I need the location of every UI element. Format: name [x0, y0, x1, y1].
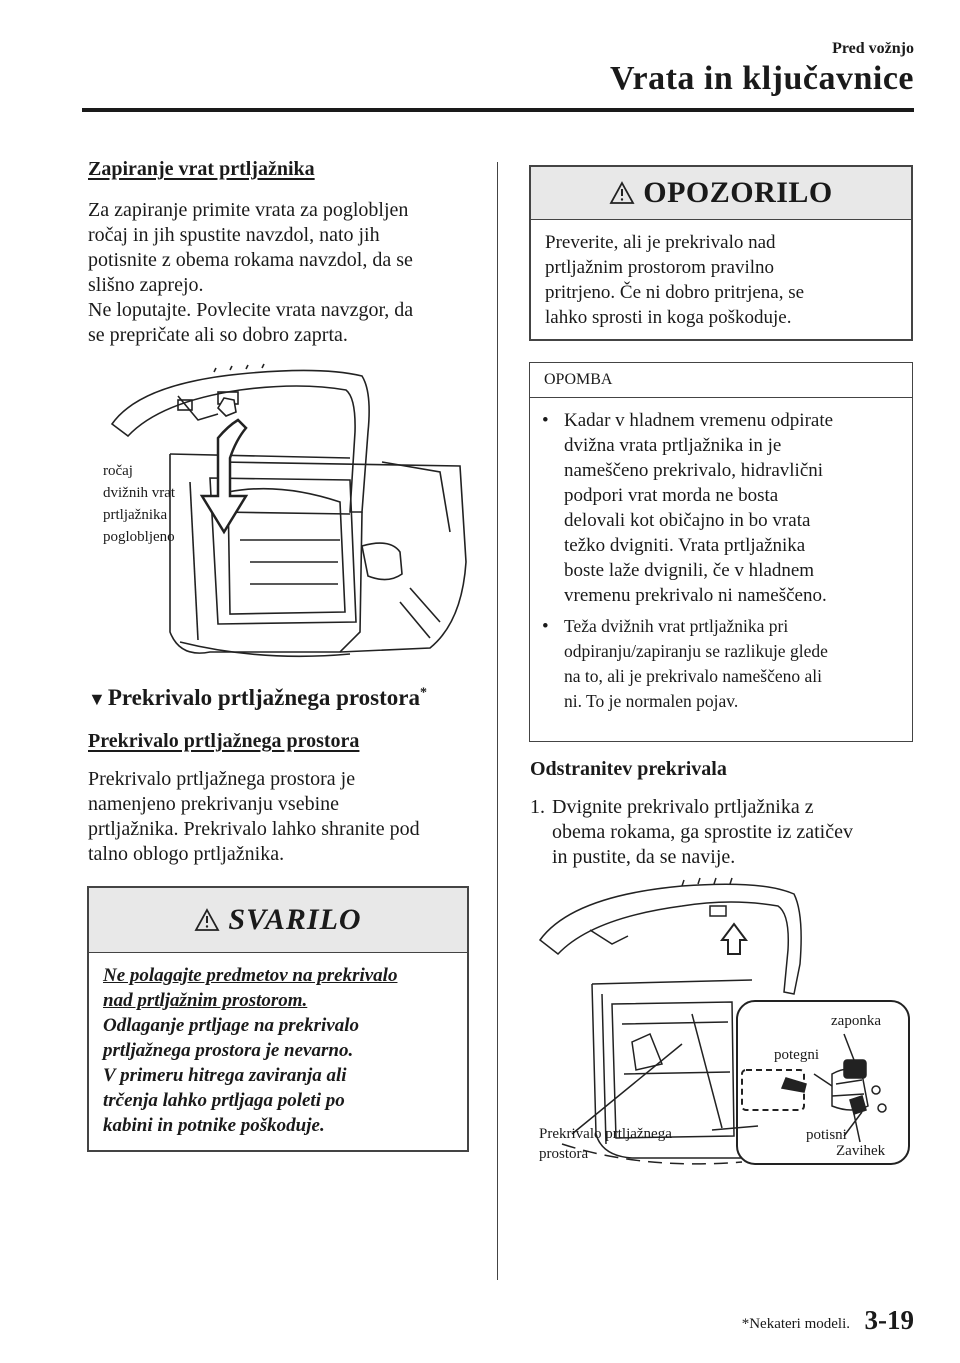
warning-box: OPOZORILO Preverite, ali je prekrivalo n… — [529, 165, 913, 341]
label-cover: Prekrivalo prtljažnega prostora — [539, 1124, 672, 1164]
cover-line: prtljažnika. Prekrivalo lahko shranite p… — [88, 818, 420, 840]
figure1-label: ročaj dvižnih vrat prtljažnika pogloblje… — [103, 460, 175, 548]
caution-box: SVARILO Ne polagajte predmetov na prekri… — [87, 886, 469, 1152]
step-text: Dvignite prekrivalo prtljažnika z obema … — [552, 795, 853, 870]
warning-triangle-icon — [609, 181, 635, 204]
note-header: OPOMBA — [530, 363, 912, 398]
label-hook: Zavihek — [836, 1143, 886, 1159]
note-line: odpiranju/zapiranju se razlikuje glede — [564, 641, 828, 661]
cover-line: namenjeno prekrivanju vsebine — [88, 793, 340, 815]
section-heading-text: Prekrivalo prtljažnega prostora — [107, 685, 420, 710]
closing-line: slišno zaprejo. — [88, 274, 204, 296]
removal-heading: Odstranitev prekrivala — [530, 758, 727, 780]
closing-heading: Zapiranje vrat prtljažnika — [88, 158, 315, 180]
header-section: Pred vožnjo — [832, 40, 914, 57]
figure1-label-line: prtljažnika — [103, 507, 168, 523]
section-heading: ▼Prekrivalo prtljažnega prostora* — [88, 685, 488, 711]
label-cover-line: Prekrivalo prtljažnega — [539, 1126, 672, 1142]
warning-line: Preverite, ali je prekrivalo nad — [545, 232, 776, 253]
closing-line: se prepričate ali so dobro zaprta. — [88, 324, 348, 346]
page-title: Vrata in ključavnice — [609, 60, 914, 97]
label-pull: potegni — [774, 1047, 819, 1063]
caution-line: nad prtljažnim prostorom. — [103, 990, 308, 1011]
note-line: delovali kot običajno in bo vrata — [564, 510, 811, 531]
step-number: 1. — [530, 796, 545, 818]
note-line: težko dvigniti. Vrata prtljažnika — [564, 535, 806, 556]
triangle-down-icon: ▼ — [88, 689, 106, 709]
label-cover-line: prostora — [539, 1146, 589, 1162]
note-line: boste laže dvignili, če v hladnem — [564, 560, 815, 581]
note-line: na to, ali je prekrivalo nameščeno ali — [564, 666, 823, 686]
page-number: 3-19 — [864, 1305, 915, 1335]
bullet-dot: • — [542, 410, 549, 431]
caution-header: SVARILO — [89, 888, 467, 953]
caution-line: kabini in potnike poškoduje. — [103, 1115, 325, 1136]
closing-line: ročaj in jih spustite navzdol, nato jih — [88, 224, 380, 246]
note-line: Kadar v hladnem vremenu odpirate — [564, 410, 834, 431]
figure1-label-line: dvižnih vrat — [103, 485, 176, 501]
warning-triangle-icon — [194, 908, 220, 931]
note-line: nameščeno prekrivalo, hidravlični — [564, 460, 824, 481]
label-latch: zaponka — [831, 1013, 881, 1029]
closing-line: Za zapiranje primite vrata za poglobljen — [88, 199, 409, 221]
figure1-label-line: poglobljeno — [103, 529, 175, 545]
caution-body: Ne polagajte predmetov na prekrivalo nad… — [89, 953, 467, 1148]
step-line: in pustite, da se navije. — [552, 846, 736, 868]
note-line: podpori vrat morda ne bosta — [564, 485, 779, 506]
note-bullet: • Kadar v hladnem vremenu odpirate dvižn… — [542, 408, 900, 608]
warning-line: lahko sprosti in koga poškoduje. — [545, 307, 792, 328]
warning-title: OPOZORILO — [643, 176, 833, 209]
tailgate-closing-illustration — [110, 363, 467, 658]
note-bullet-text: Teža dvižnih vrat prtljažnika pri odpira… — [564, 614, 828, 714]
caution-line: Ne polagajte predmetov na prekrivalo — [103, 965, 398, 986]
caution-title: SVARILO — [228, 903, 362, 936]
caution-line: Odlaganje prtljage na prekrivalo — [103, 1015, 359, 1036]
warning-header: OPOZORILO — [531, 167, 911, 220]
section-mark: * — [419, 685, 427, 701]
warning-line: prtljažnim prostorom pravilno — [545, 257, 775, 278]
figure1-label-line: ročaj — [103, 463, 133, 479]
footer-note: *Nekateri modeli. — [741, 1316, 850, 1332]
note-line: dvižna vrata prtljažnika in je — [564, 435, 782, 456]
cover-line: Prekrivalo prtljažnega prostora je — [88, 768, 356, 790]
step-line: Dvignite prekrivalo prtljažnika z — [552, 796, 814, 818]
note-box: OPOMBA • Kadar v hladnem vremenu odpirat… — [529, 362, 913, 742]
step-line: obema rokama, ga sprostite iz zatičev — [552, 821, 853, 843]
caution-line: V primeru hitrega zaviranja ali — [103, 1065, 347, 1086]
warning-body: Preverite, ali je prekrivalo nad prtljaž… — [531, 220, 911, 340]
closing-line: potisnite z obema rokama navzdol, da se — [88, 249, 413, 271]
caution-line: trčenja lahko prtljaga poleti po — [103, 1090, 345, 1111]
note-line: ni. To je normalen pojav. — [564, 691, 739, 711]
column-divider — [497, 162, 498, 1280]
note-bullet-text: Kadar v hladnem vremenu odpirate dvižna … — [564, 408, 833, 608]
cover-text: Prekrivalo prtljažnega prostora je namen… — [88, 767, 473, 867]
label-push: potisni — [806, 1127, 847, 1143]
note-body: • Kadar v hladnem vremenu odpirate dvižn… — [530, 398, 912, 730]
header-rule — [82, 108, 914, 112]
cover-heading: Prekrivalo prtljažnega prostora — [88, 730, 360, 752]
note-line: vremenu prekrivalo ni nameščeno. — [564, 585, 827, 606]
note-line: Teža dvižnih vrat prtljažnika pri — [564, 616, 789, 636]
step-1: 1. Dvignite prekrivalo prtljažnika z obe… — [530, 795, 920, 870]
warning-line: pritrjeno. Če ni dobro pritrjena, se — [545, 282, 805, 303]
closing-line: Ne loputajte. Povlecite vrata navzgor, d… — [88, 299, 414, 321]
bullet-dot: • — [542, 616, 549, 637]
cover-removal-illustration — [538, 877, 910, 1165]
cover-line: talno oblogo prtljažnika. — [88, 843, 285, 865]
closing-text: Za zapiranje primite vrata za poglobljen… — [88, 198, 473, 348]
note-bullet: • Teža dvižnih vrat prtljažnika pri odpi… — [542, 614, 900, 714]
caution-line: prtljažnega prostora je nevarno. — [103, 1040, 354, 1061]
